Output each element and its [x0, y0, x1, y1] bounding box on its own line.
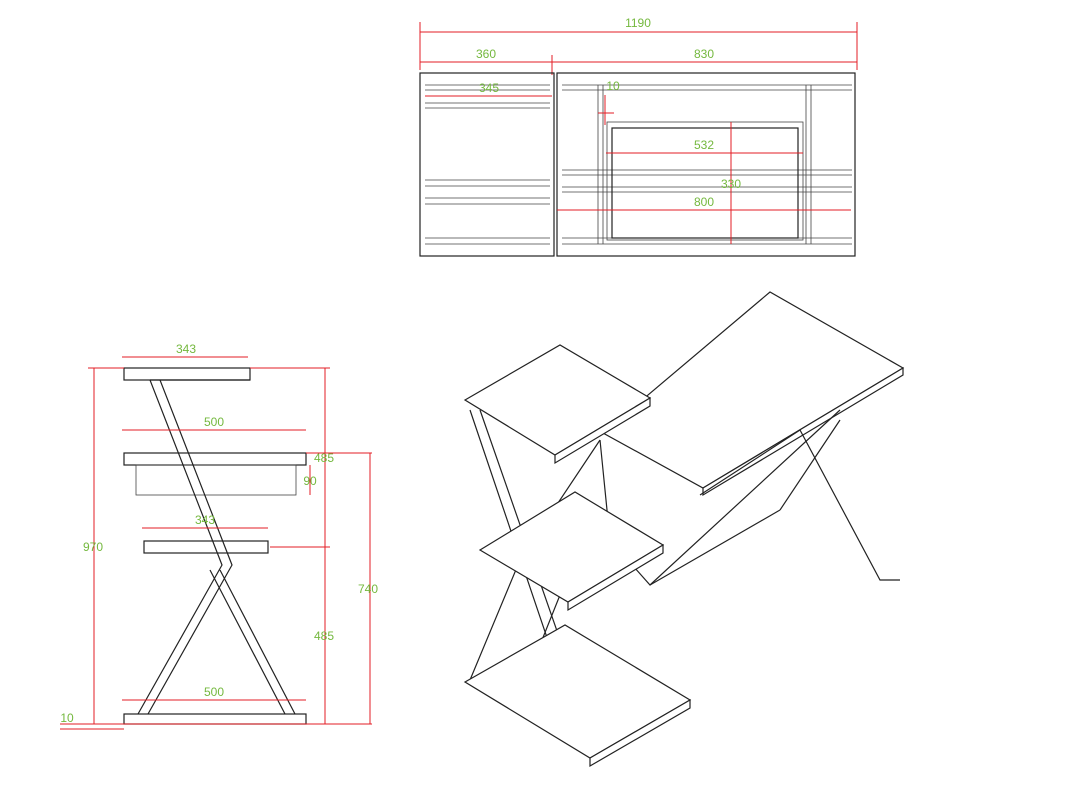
- dim-desk-height: 740: [358, 582, 378, 596]
- dim-top-shelf: 343: [176, 342, 196, 356]
- dim-upper-height: 485: [314, 451, 334, 465]
- dim-left-section: 360: [476, 47, 496, 61]
- dim-shelf-inner: 345: [479, 81, 499, 95]
- dim-tray-depth: 330: [721, 177, 741, 191]
- dim-total-height: 970: [83, 540, 103, 554]
- dim-lower-height: 485: [314, 629, 334, 643]
- dim-right-section: 830: [694, 47, 714, 61]
- dim-desk-depth: 500: [204, 415, 224, 429]
- dim-desk-inner: 800: [694, 195, 714, 209]
- dim-base-depth: 500: [204, 685, 224, 699]
- dim-gap: 10: [606, 79, 620, 93]
- dim-foot: 10: [60, 711, 74, 725]
- top-view: 1190 360 830 345 10 532 330 800: [419, 16, 858, 257]
- isometric-view: [463, 291, 905, 768]
- dim-tray-width: 532: [694, 138, 714, 152]
- dim-overall-width: 1190: [625, 16, 651, 30]
- dim-tray-height: 90: [303, 474, 317, 488]
- dim-mid-shelf: 343: [195, 513, 215, 527]
- side-view: 343 500 343 500 970 485 90 485 740 10: [60, 342, 378, 730]
